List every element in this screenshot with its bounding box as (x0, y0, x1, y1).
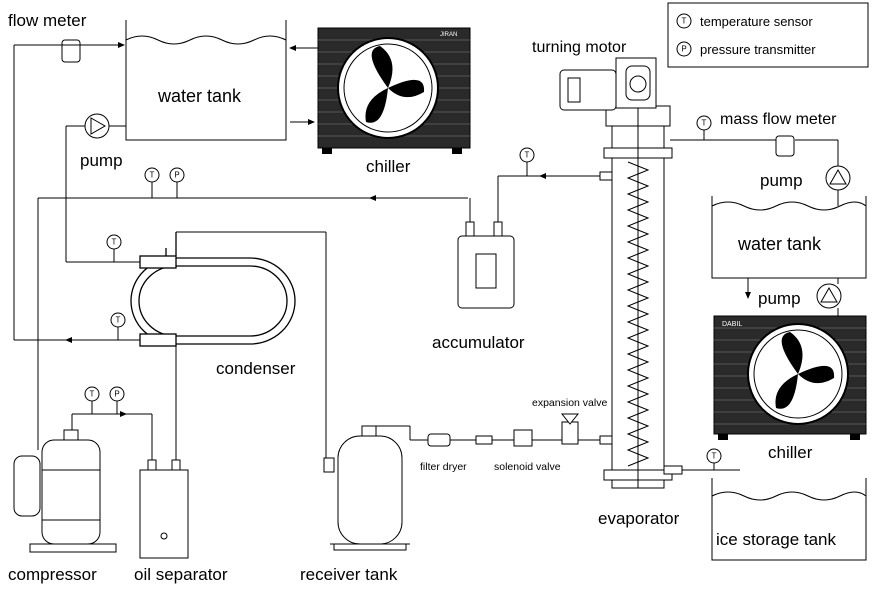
chiller-right-label: chiller (768, 443, 813, 462)
evaporator-label: evaporator (598, 509, 680, 528)
temperature-sensor-icon (110, 312, 126, 328)
chiller-right-brand: DABIL (722, 321, 742, 328)
condenser-label: condenser (216, 359, 296, 378)
flow-meter-body (61, 39, 81, 63)
mass-flow-meter-body (775, 135, 795, 157)
p-mark: P (114, 390, 119, 399)
accumulator (457, 147, 606, 309)
t-mark: T (90, 390, 95, 399)
oil-separator (139, 459, 189, 559)
water-tank-left-label: water tank (157, 86, 242, 106)
t-mark: T (112, 238, 117, 247)
legend-pressure-label: pressure transmitter (700, 42, 816, 57)
pump-left-label: pump (80, 151, 123, 170)
legend-pressure-symbol: P (681, 45, 686, 54)
pressure-sensor-icon (109, 386, 125, 402)
filter-dryer-body (427, 433, 451, 447)
left-water-loop (13, 20, 318, 263)
turning-motor (559, 57, 657, 111)
right-water-loop (670, 130, 867, 561)
flow-meter-label: flow meter (8, 11, 87, 30)
t-mark: T (712, 452, 717, 461)
solenoid-valve-label: solenoid valve (494, 461, 561, 473)
sensors-left (84, 167, 185, 402)
expansion-valve-label: expansion valve (532, 397, 607, 409)
filter-dryer-label: filter dryer (420, 461, 467, 473)
compressor-label: compressor (8, 565, 97, 584)
evaporator (599, 100, 683, 489)
condenser-coil (130, 232, 296, 347)
turning-motor-label: turning motor (532, 39, 627, 56)
oil-separator-label: oil separator (134, 565, 228, 584)
refrigerant-lines-left (13, 182, 468, 460)
pressure-sensor-icon (169, 167, 185, 183)
ice-storage-tank-label: ice storage tank (716, 530, 837, 549)
temperature-sensor-icon (706, 448, 722, 464)
temperature-sensor-icon (696, 115, 712, 131)
temperature-sensor-icon (144, 167, 160, 183)
t-mark: T (150, 171, 155, 180)
compressor (13, 429, 117, 553)
receiver-tank-label: receiver tank (300, 565, 398, 584)
labels: flow meter water tank chiller pump turni… (8, 11, 837, 584)
chiller-top-brand: JIRAN (440, 32, 457, 38)
receiver-tank (323, 425, 410, 551)
chiller-top-label: chiller (366, 157, 411, 176)
water-tank-right-label: water tank (737, 234, 822, 254)
legend-temperature-symbol: T (682, 17, 687, 26)
temperature-sensor-icon (106, 234, 122, 250)
chiller-right: DABIL (713, 315, 867, 440)
chiller-top: JIRAN (317, 27, 471, 154)
legend-temperature-label: temperature sensor (700, 14, 813, 29)
mass-flow-meter-label: mass flow meter (720, 111, 837, 128)
pump-right-bottom-label: pump (758, 289, 801, 308)
t-mark: T (525, 151, 530, 160)
legend: T temperature sensor P pressure transmit… (667, 2, 869, 68)
t-mark: T (702, 119, 707, 128)
liquid-line (376, 413, 606, 447)
pump-right-top-label: pump (760, 171, 803, 190)
t-mark: T (116, 316, 121, 325)
temperature-sensor-icon (519, 147, 535, 163)
accumulator-label: accumulator (432, 333, 525, 352)
temperature-sensor-icon (84, 386, 100, 402)
pumps-right (816, 165, 851, 309)
p-mark: P (174, 171, 179, 180)
